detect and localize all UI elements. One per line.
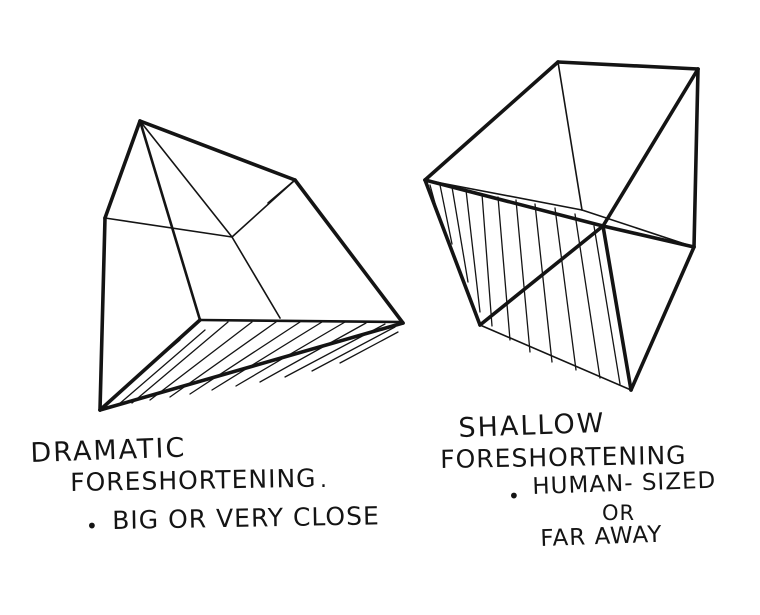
shallow-title-line1: SHALLOW: [457, 407, 606, 444]
shallow-note-bullet: •: [508, 484, 521, 508]
dramatic-box-inner-edges: [138, 119, 404, 324]
shallow-title-line2: FORESHORTENING: [439, 440, 687, 474]
shallow-box-hidden-edges: [424, 61, 695, 391]
dramatic-title-line1: DRAMATIC: [29, 432, 187, 469]
dramatic-title-line2: FORESHORTENING: [69, 463, 317, 497]
dramatic-title-period: .: [320, 468, 328, 493]
dramatic-box-outline: [98, 119, 405, 412]
shallow-box-outline: [423, 60, 700, 392]
shallow-note-line2: OR: [602, 501, 636, 525]
dramatic-note-bullet: •: [86, 514, 99, 538]
shallow-note-line3: FAR AWAY: [539, 521, 663, 552]
dramatic-note-text: BIG OR VERY CLOSE: [111, 501, 380, 535]
shallow-box-shaded-face: [429, 184, 621, 385]
dramatic-box-hidden-edges: [104, 120, 296, 319]
